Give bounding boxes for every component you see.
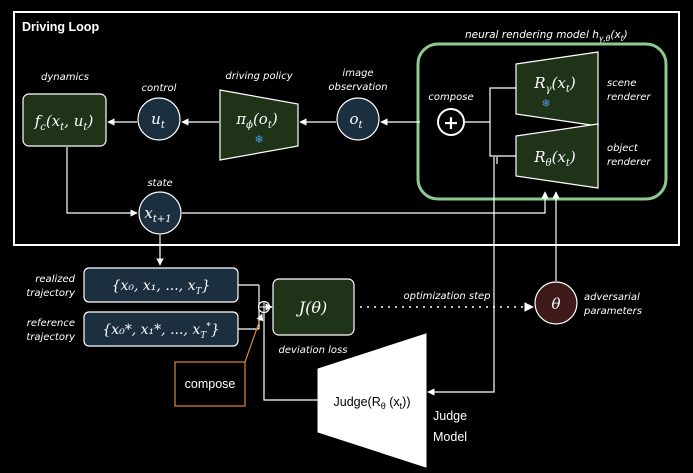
control-symbol: ut — [151, 110, 166, 131]
object-renderer-expression: Rθ(xt) — [533, 148, 576, 169]
control-label: control — [142, 83, 177, 94]
image-observation-symbol: ot — [349, 110, 363, 131]
judge-model-label-1: Judge — [433, 409, 467, 423]
state-symbol: xt+1 — [144, 204, 171, 225]
deviation-loss-box — [272, 278, 355, 336]
reference-trajectory-expression: {x₀*, x₁*, ..., xT*} — [102, 322, 219, 341]
arrow-dynamics-to-state — [66, 147, 138, 217]
deviation-loss-expression: J(θ) — [296, 298, 328, 317]
line-compose-to-judge — [263, 313, 318, 401]
control-node — [137, 97, 181, 141]
image-observation-label-1: image — [342, 68, 373, 79]
snowflake-icon: ❄ — [254, 133, 263, 146]
compose-pointer — [244, 313, 264, 363]
driving-loop-frame — [13, 11, 680, 246]
arrow-state-to-renderer — [182, 191, 549, 214]
judge-model-label-2: Model — [433, 430, 467, 444]
dynamics-box — [22, 93, 107, 147]
compose-label: compose — [428, 92, 473, 103]
driving-loop-title: Driving Loop — [22, 20, 99, 34]
adversarial-label-2: parameters — [583, 306, 642, 317]
reference-label-2: trajectory — [26, 332, 76, 343]
image-observation-node — [336, 97, 380, 141]
optimization-step-label: optimization step — [403, 291, 490, 302]
theta-symbol: θ — [551, 295, 560, 313]
scene-renderer-label-2: renderer — [607, 92, 651, 103]
dynamics-expression: fc(xt, ut) — [34, 112, 94, 133]
dynamics-label: dynamics — [41, 72, 89, 83]
line-scene-to-compose — [465, 87, 516, 123]
scene-renderer-label-1: scene — [607, 78, 636, 89]
theta-node — [534, 281, 578, 325]
adversarial-label-1: adversarial — [584, 292, 640, 303]
line-object-to-compose — [489, 122, 516, 157]
object-renderer-block — [515, 123, 599, 189]
snowflake-icon: ❄ — [541, 97, 550, 110]
judge-model-block — [317, 333, 427, 468]
driving-policy-label: driving policy — [225, 71, 293, 82]
object-renderer-label-1: object — [607, 143, 639, 154]
state-label: state — [147, 178, 172, 189]
object-renderer-label-2: renderer — [607, 157, 651, 168]
state-node — [138, 191, 182, 235]
neural-rendering-model-title: neural rendering model hγ,θ(xt) — [465, 29, 628, 43]
compose-callout-label: compose — [185, 377, 236, 391]
realized-trajectory-expression: {x₀, x₁, ..., xT} — [112, 278, 211, 297]
compose-callout-box — [174, 361, 246, 407]
reference-label-1: reference — [27, 318, 75, 329]
judge-expression: Judge(Rθ (xt)) — [334, 395, 411, 411]
arrow-object-to-judge — [427, 157, 495, 396]
plus-icon: + — [443, 112, 459, 134]
driving-policy-expression: πϕ(ot) — [235, 110, 278, 131]
realized-label-1: realized — [35, 274, 75, 285]
realized-label-2: trajectory — [26, 288, 76, 299]
scene-renderer-expression: Rγ(xt) — [533, 74, 576, 95]
image-observation-label-2: observation — [328, 82, 387, 93]
deviation-loss-label: deviation loss — [279, 345, 348, 356]
driving-policy-block — [219, 89, 299, 161]
compose-node — [437, 108, 465, 136]
